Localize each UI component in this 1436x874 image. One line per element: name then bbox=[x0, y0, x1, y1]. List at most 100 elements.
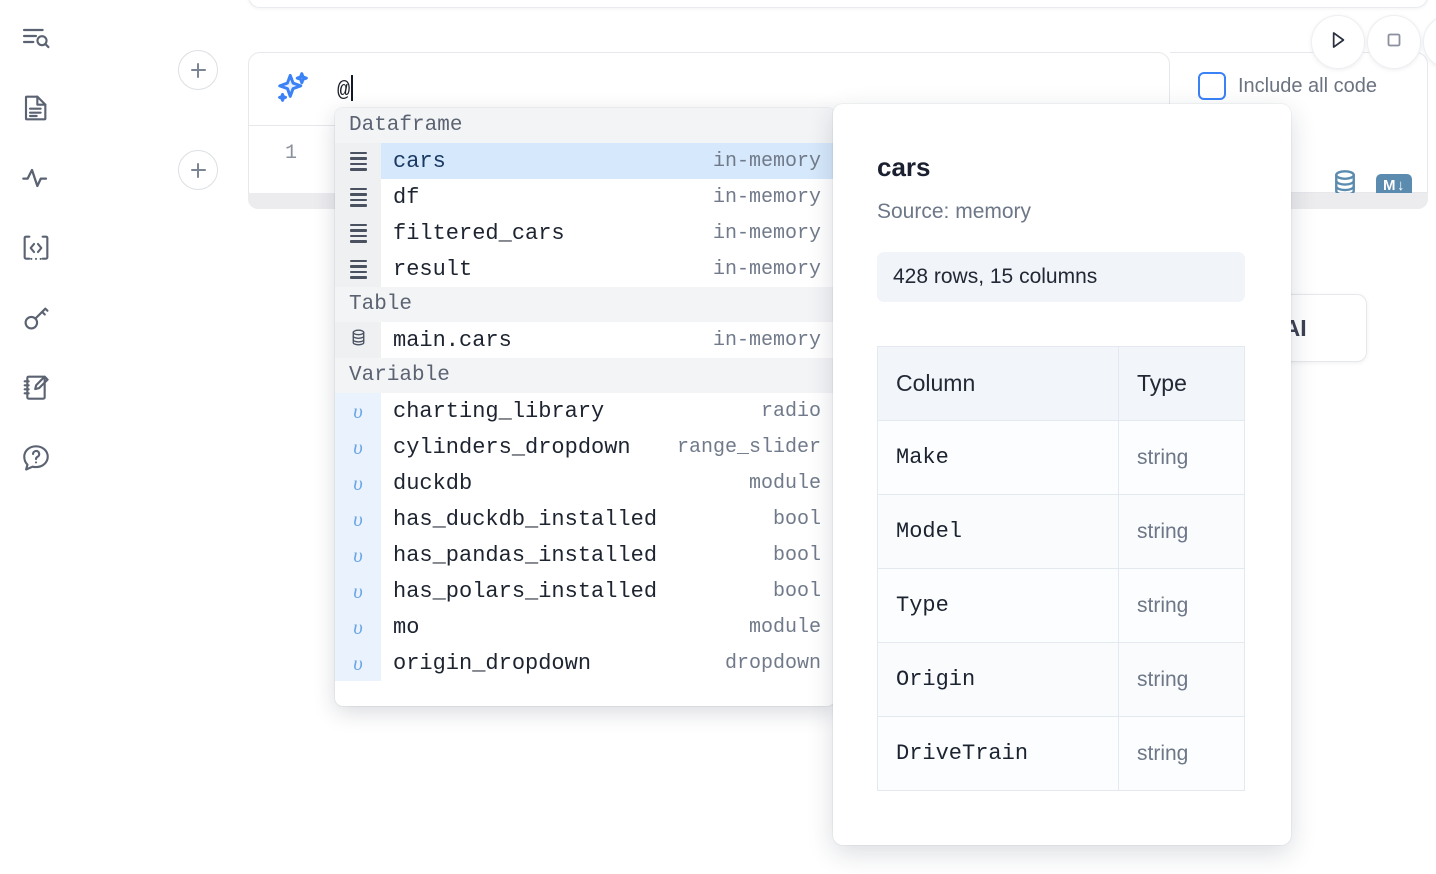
autocomplete-item-icon: υ bbox=[335, 609, 381, 645]
sidebar-item-snippets[interactable] bbox=[14, 226, 58, 270]
autocomplete-item-meta: bool bbox=[772, 579, 821, 603]
code-brackets-icon bbox=[20, 232, 52, 264]
autocomplete-item-name: duckdb bbox=[393, 470, 473, 496]
dataframe-icon bbox=[349, 187, 367, 207]
activity-pulse-icon bbox=[20, 162, 52, 194]
add-cell-below-button[interactable] bbox=[178, 150, 218, 190]
cell-column-name: Type bbox=[877, 568, 1119, 643]
play-triangle-icon bbox=[1325, 27, 1351, 58]
autocomplete-item-icon: υ bbox=[335, 465, 381, 501]
autocomplete-item-icon: υ bbox=[335, 537, 381, 573]
notebook-pencil-icon bbox=[20, 372, 52, 404]
autocomplete-item-icon: υ bbox=[335, 645, 381, 681]
autocomplete-item-icon bbox=[335, 322, 381, 358]
autocomplete-item[interactable]: cars in-memory bbox=[335, 143, 835, 179]
cell-column-type: string bbox=[1118, 568, 1245, 643]
variable-icon: υ bbox=[353, 650, 363, 675]
plus-icon bbox=[190, 162, 206, 178]
autocomplete-item-icon: υ bbox=[335, 501, 381, 537]
autocomplete-item-meta: in-memory bbox=[712, 149, 821, 173]
key-icon bbox=[20, 302, 52, 334]
autocomplete-item-icon bbox=[335, 143, 381, 179]
autocomplete-item[interactable]: υ origin_dropdown dropdown bbox=[335, 645, 835, 681]
ai-prompt-input[interactable]: @ bbox=[335, 75, 354, 103]
preview-shape-badge: 428 rows, 15 columns bbox=[877, 252, 1245, 302]
sidebar-item-explore[interactable] bbox=[14, 16, 58, 60]
cell-column-name: DriveTrain bbox=[877, 716, 1119, 791]
cell-column-type: string bbox=[1118, 642, 1245, 717]
dataframe-icon bbox=[349, 259, 367, 279]
text-caret bbox=[351, 75, 354, 101]
autocomplete-item-icon: υ bbox=[335, 429, 381, 465]
column-header-type: Type bbox=[1118, 346, 1245, 421]
autocomplete-item[interactable]: υ cylinders_dropdown range_slider bbox=[335, 429, 835, 465]
dataframe-icon bbox=[349, 223, 367, 243]
autocomplete-item-name: cylinders_dropdown bbox=[393, 434, 631, 460]
autocomplete-item-name: result bbox=[393, 256, 473, 282]
autocomplete-item-icon bbox=[335, 179, 381, 215]
autocomplete-item[interactable]: υ duckdb module bbox=[335, 465, 835, 501]
dataframe-preview-panel: cars Source: memory 428 rows, 15 columns… bbox=[833, 104, 1291, 845]
variable-icon: υ bbox=[353, 470, 363, 495]
autocomplete-item[interactable]: υ has_pandas_installed bool bbox=[335, 537, 835, 573]
autocomplete-item-name: has_pandas_installed bbox=[393, 542, 658, 568]
cell-column-name: Make bbox=[877, 420, 1119, 495]
include-all-code-checkbox[interactable] bbox=[1198, 72, 1226, 100]
ai-prompt-value: @ bbox=[337, 78, 351, 103]
autocomplete-item-name: cars bbox=[393, 148, 446, 174]
autocomplete-item-meta: in-memory bbox=[712, 221, 821, 245]
variable-icon: υ bbox=[353, 542, 363, 567]
autocomplete-item-meta: in-memory bbox=[712, 185, 821, 209]
autocomplete-item-icon bbox=[335, 251, 381, 287]
autocomplete-item-icon: υ bbox=[335, 393, 381, 429]
autocomplete-item-name: origin_dropdown bbox=[393, 650, 592, 676]
autocomplete-item-name: main.cars bbox=[393, 327, 512, 353]
cell-column-name: Origin bbox=[877, 642, 1119, 717]
autocomplete-item-meta: module bbox=[748, 471, 821, 495]
autocomplete-item-meta: bool bbox=[772, 543, 821, 567]
markdown-letter: M bbox=[1383, 176, 1396, 194]
question-chat-icon bbox=[20, 442, 52, 474]
autocomplete-item[interactable]: filtered_cars in-memory bbox=[335, 215, 835, 251]
run-cell-button[interactable] bbox=[1311, 15, 1365, 69]
stop-cell-button[interactable] bbox=[1367, 15, 1421, 69]
autocomplete-item-icon bbox=[335, 215, 381, 251]
autocomplete-item-meta: in-memory bbox=[712, 257, 821, 281]
sidebar-item-help[interactable] bbox=[14, 436, 58, 480]
table-database-icon bbox=[349, 328, 368, 352]
autocomplete-item-name: filtered_cars bbox=[393, 220, 565, 246]
variable-icon: υ bbox=[353, 506, 363, 531]
variable-icon: υ bbox=[353, 434, 363, 459]
include-all-code-control[interactable]: Include all code bbox=[1198, 72, 1377, 100]
dataframe-icon bbox=[349, 151, 367, 171]
sidebar-item-notebook-files[interactable] bbox=[14, 86, 58, 130]
preview-source: Source: memory bbox=[877, 200, 1032, 223]
include-all-code-label: Include all code bbox=[1238, 74, 1377, 97]
stop-square-icon bbox=[1382, 28, 1406, 57]
autocomplete-item-meta: range_slider bbox=[676, 435, 821, 459]
autocomplete-item[interactable]: result in-memory bbox=[335, 251, 835, 287]
sidebar-item-variables[interactable] bbox=[14, 156, 58, 200]
add-cell-above-button[interactable] bbox=[178, 50, 218, 90]
autocomplete-item-meta: dropdown bbox=[724, 651, 821, 675]
autocomplete-item-name: charting_library bbox=[393, 398, 605, 424]
line-number-gutter: 1 bbox=[284, 142, 297, 165]
variable-icon: υ bbox=[353, 398, 363, 423]
table-header-row: Column Type bbox=[877, 346, 1245, 421]
sidebar-item-scratchpad[interactable] bbox=[14, 366, 58, 410]
autocomplete-group-header: Table bbox=[335, 287, 835, 322]
cell-column-type: string bbox=[1118, 494, 1245, 569]
sidebar-item-secrets[interactable] bbox=[14, 296, 58, 340]
